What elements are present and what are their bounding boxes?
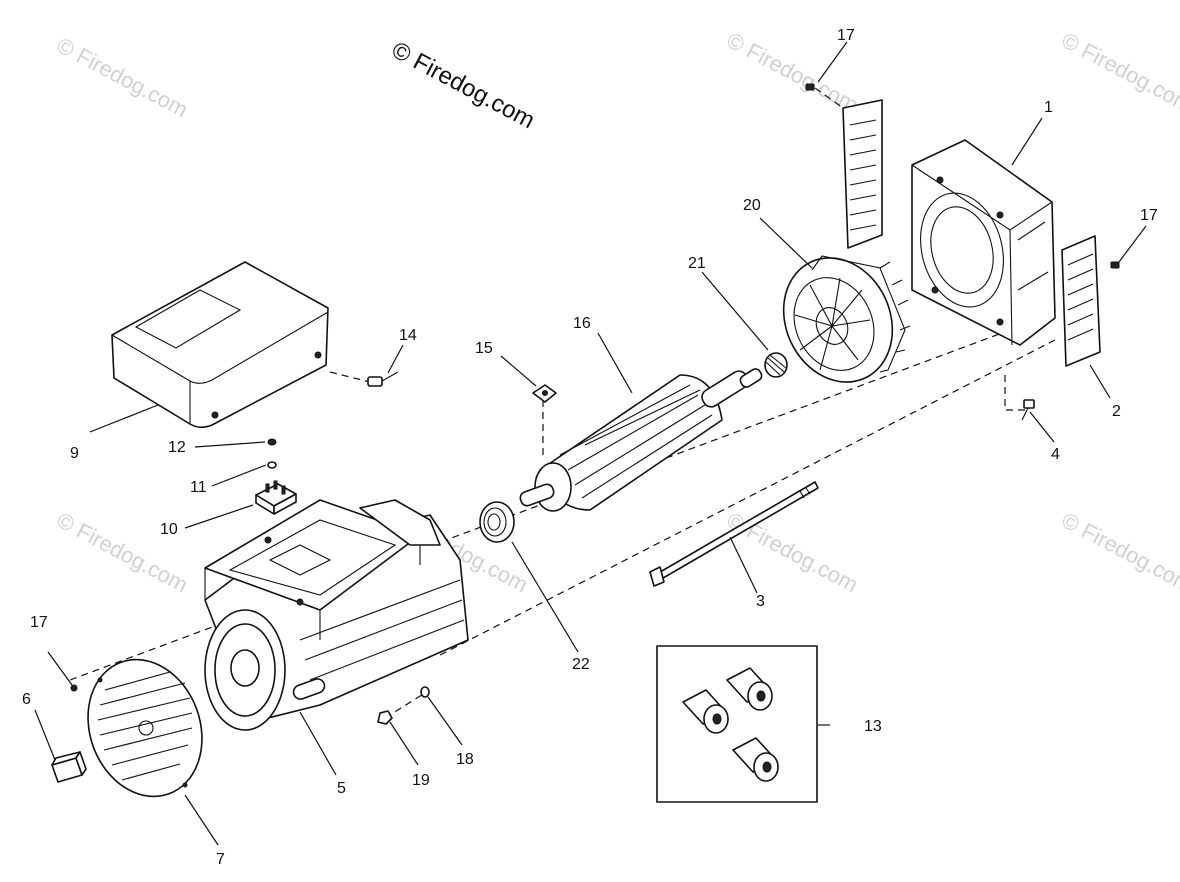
part-stator-housing bbox=[204, 499, 469, 731]
washer-guide-line bbox=[384, 692, 426, 719]
callout-17-right: 17 bbox=[1140, 207, 1158, 224]
part-cooling-fan bbox=[782, 255, 911, 383]
part-through-bolt bbox=[649, 481, 819, 587]
callout-5: 5 bbox=[337, 780, 346, 797]
part-end-bracket bbox=[911, 139, 1056, 346]
brand-watermark: © Firedog.com bbox=[387, 36, 539, 134]
part-nut bbox=[267, 438, 277, 446]
part-top-cover bbox=[111, 261, 329, 429]
callout-6: 6 bbox=[22, 691, 31, 708]
callout-20: 20 bbox=[743, 197, 761, 214]
callout-4: 4 bbox=[1051, 446, 1060, 463]
part-louver-plate-top bbox=[842, 99, 883, 249]
part-rotor bbox=[519, 368, 763, 512]
part-needle-bearing bbox=[764, 352, 788, 378]
callout-11: 11 bbox=[190, 479, 207, 496]
callout-15: 15 bbox=[475, 340, 493, 357]
bolt-guide-line bbox=[1004, 375, 1030, 411]
part-cover-screw bbox=[367, 371, 399, 387]
callout-17-left: 17 bbox=[30, 614, 48, 631]
part-bearing bbox=[479, 501, 515, 543]
spacer bbox=[726, 667, 773, 711]
callout-14: 14 bbox=[399, 327, 417, 344]
callout-21: 21 bbox=[688, 255, 706, 272]
watermark: © Firedog.com bbox=[1058, 27, 1180, 117]
callout-10: 10 bbox=[160, 521, 178, 538]
callout-2: 2 bbox=[1112, 403, 1121, 420]
part-louver-screw-right bbox=[1110, 261, 1120, 269]
part-bracket-bolt bbox=[1021, 399, 1035, 421]
spacer bbox=[682, 689, 729, 734]
part-end-grille bbox=[87, 658, 203, 798]
part-louver-screw-top bbox=[805, 83, 815, 91]
callout-3: 3 bbox=[756, 593, 765, 610]
callout-16: 16 bbox=[573, 315, 591, 332]
part-lock-washer bbox=[420, 686, 430, 698]
cover-guide-line bbox=[329, 371, 371, 383]
callout-12: 12 bbox=[168, 439, 186, 456]
part-terminal-block bbox=[255, 480, 297, 515]
part-rubber-cap bbox=[51, 751, 87, 783]
leader-lines bbox=[34, 41, 1147, 846]
part-spacer-kit-box bbox=[656, 645, 818, 803]
callout-17-top: 17 bbox=[837, 27, 855, 44]
part-rotor-clip bbox=[532, 384, 557, 403]
part-grille-screw bbox=[70, 684, 78, 692]
watermark: © Firedog.com bbox=[1058, 507, 1180, 597]
callout-numbers: 1 2 3 4 5 6 7 9 10 11 12 13 14 15 16 17 … bbox=[22, 27, 1158, 868]
callout-9: 9 bbox=[70, 445, 79, 462]
louver-guide-line bbox=[814, 87, 861, 121]
callout-7: 7 bbox=[216, 851, 225, 868]
callout-18: 18 bbox=[456, 751, 474, 768]
callout-13: 13 bbox=[864, 718, 882, 735]
callout-19: 19 bbox=[412, 772, 430, 789]
part-washer bbox=[267, 461, 277, 469]
callout-1: 1 bbox=[1044, 99, 1053, 116]
watermark: © Firedog.com bbox=[53, 32, 192, 122]
spacer bbox=[732, 737, 779, 782]
watermark: © Firedog.com bbox=[723, 507, 862, 597]
part-louver-plate-side bbox=[1061, 235, 1101, 367]
callout-22: 22 bbox=[572, 656, 590, 673]
part-hex-nut bbox=[377, 710, 393, 725]
